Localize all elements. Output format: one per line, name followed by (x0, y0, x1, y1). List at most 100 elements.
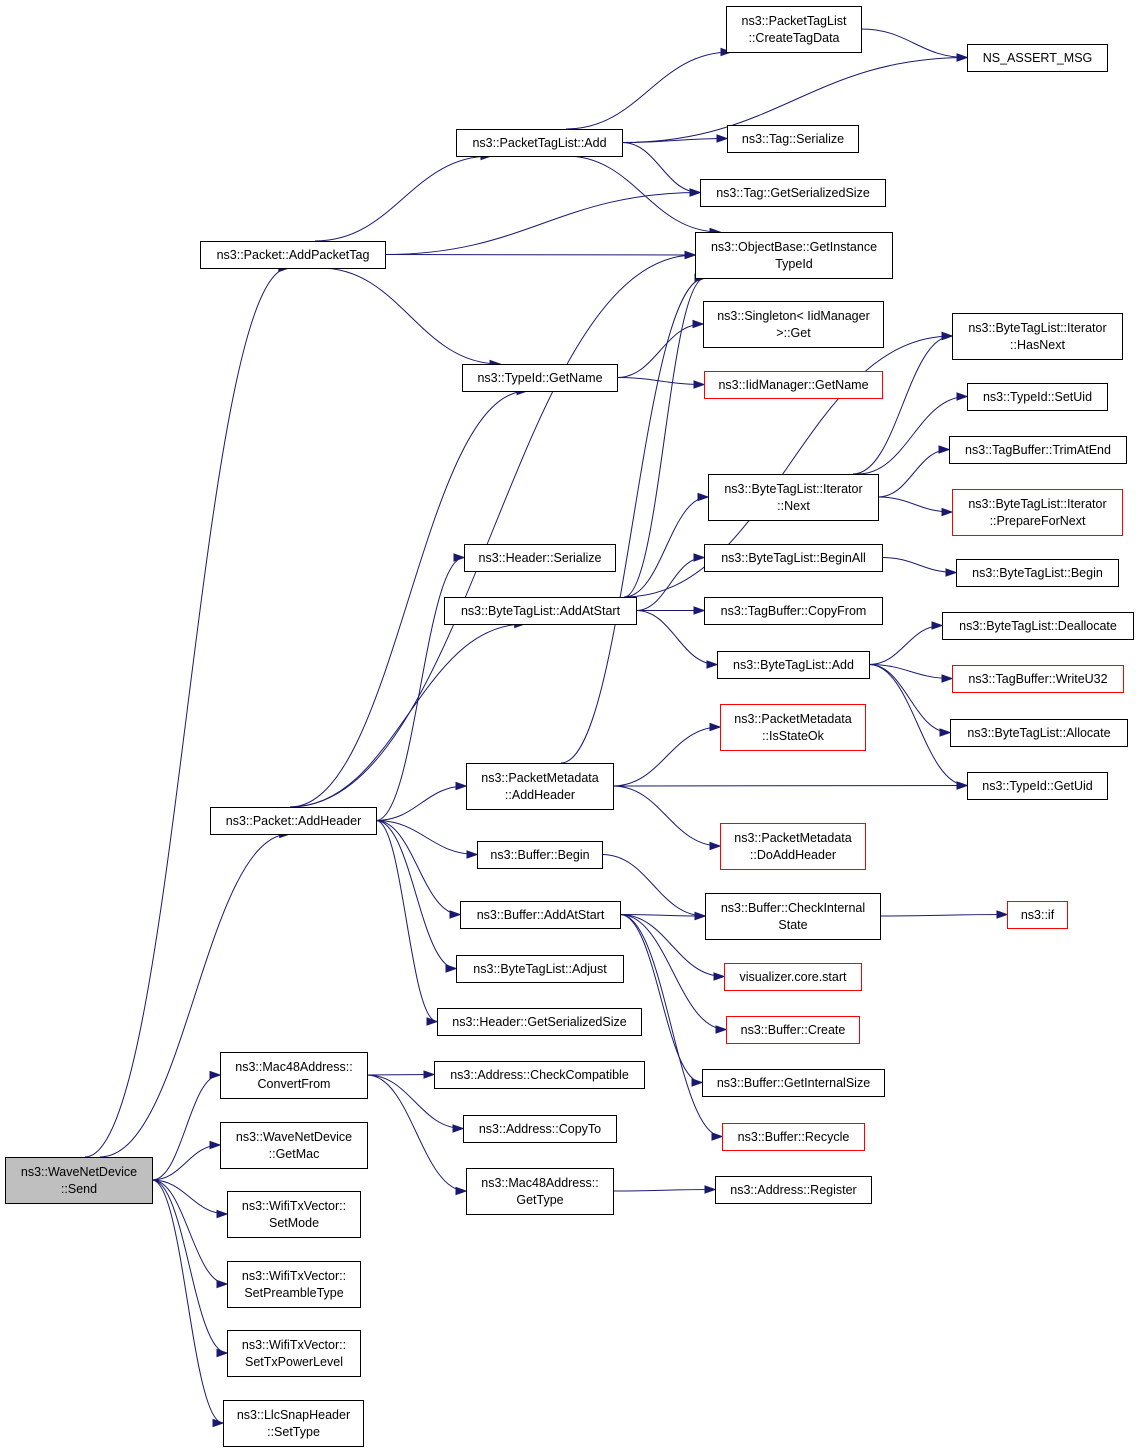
node-box[interactable] (724, 963, 862, 991)
node-mac48gettype[interactable]: ns3::Mac48Address::GetType (466, 1168, 614, 1215)
node-addpackettag[interactable]: ns3::Packet::AddPacketTag (200, 241, 386, 269)
node-btladdatstart[interactable]: ns3::ByteTagList::AddAtStart (444, 597, 637, 625)
node-btldeallocate[interactable]: ns3::ByteTagList::Deallocate (942, 612, 1134, 640)
node-box[interactable] (223, 1400, 364, 1447)
node-box[interactable] (456, 955, 624, 983)
node-convertfrom[interactable]: ns3::Mac48Address::ConvertFrom (220, 1052, 368, 1099)
node-tagserialize[interactable]: ns3::Tag::Serialize (727, 125, 859, 153)
node-ns3if[interactable]: ns3::if (1007, 901, 1068, 929)
node-llcsettype[interactable]: ns3::LlcSnapHeader::SetType (223, 1400, 364, 1447)
node-tbcopyfrom[interactable]: ns3::TagBuffer::CopyFrom (704, 597, 883, 625)
node-box[interactable] (967, 383, 1108, 411)
node-settxpower[interactable]: ns3::WifiTxVector::SetTxPowerLevel (227, 1330, 361, 1377)
node-box[interactable] (695, 232, 893, 279)
node-box[interactable] (463, 1115, 617, 1143)
node-box[interactable] (477, 841, 603, 869)
node-box[interactable] (967, 44, 1108, 72)
node-box[interactable] (708, 474, 879, 521)
node-btliterprepare[interactable]: ns3::ByteTagList::Iterator::PrepareForNe… (952, 489, 1123, 536)
node-box[interactable] (437, 1008, 642, 1036)
node-box[interactable] (704, 544, 883, 572)
node-addrregister[interactable]: ns3::Address::Register (715, 1176, 872, 1204)
node-addrcheckcompat[interactable]: ns3::Address::CheckCompatible (434, 1061, 645, 1089)
node-btlallocate[interactable]: ns3::ByteTagList::Allocate (950, 719, 1128, 747)
node-box[interactable] (702, 1069, 885, 1097)
node-iidgetname[interactable]: ns3::IidManager::GetName (704, 371, 883, 399)
node-ptlcreatetagdata[interactable]: ns3::PacketTagList::CreateTagData (726, 6, 862, 53)
node-box[interactable] (466, 763, 614, 810)
node-bufferaddatstart[interactable]: ns3::Buffer::AddAtStart (460, 901, 621, 929)
node-btliternext[interactable]: ns3::ByteTagList::Iterator::Next (708, 474, 879, 521)
node-box[interactable] (227, 1191, 361, 1238)
node-box[interactable] (952, 489, 1123, 536)
node-headerserialize[interactable]: ns3::Header::Serialize (464, 544, 616, 572)
node-box[interactable] (460, 901, 621, 929)
node-box[interactable] (950, 719, 1128, 747)
node-btladd[interactable]: ns3::ByteTagList::Add (717, 651, 870, 679)
node-pmdoaddheader[interactable]: ns3::PacketMetadata::DoAddHeader (720, 823, 866, 870)
node-box[interactable] (715, 1176, 872, 1204)
node-box[interactable] (1007, 901, 1068, 929)
node-pmisstateok[interactable]: ns3::PacketMetadata::IsStateOk (720, 704, 866, 751)
node-buffercreate[interactable]: ns3::Buffer::Create (726, 1016, 860, 1044)
node-buffergetinternal[interactable]: ns3::Buffer::GetInternalSize (702, 1069, 885, 1097)
node-btliterhasnext[interactable]: ns3::ByteTagList::Iterator::HasNext (952, 313, 1123, 360)
node-bufferrecycle[interactable]: ns3::Buffer::Recycle (722, 1123, 865, 1151)
node-taggetsize[interactable]: ns3::Tag::GetSerializedSize (700, 179, 886, 207)
node-box[interactable] (727, 125, 859, 153)
node-ptladd[interactable]: ns3::PacketTagList::Add (456, 129, 623, 157)
node-box[interactable] (704, 371, 883, 399)
node-setmode[interactable]: ns3::WifiTxVector::SetMode (227, 1191, 361, 1238)
node-tbwriteu32[interactable]: ns3::TagBuffer::WriteU32 (952, 665, 1124, 693)
node-box[interactable] (456, 129, 623, 157)
node-bufferbegin[interactable]: ns3::Buffer::Begin (477, 841, 603, 869)
node-box[interactable] (464, 544, 616, 572)
node-setpreamble[interactable]: ns3::WifiTxVector::SetPreambleType (227, 1261, 361, 1308)
node-box[interactable] (704, 597, 883, 625)
node-typeidgetname[interactable]: ns3::TypeId::GetName (462, 364, 618, 392)
node-btlbegin[interactable]: ns3::ByteTagList::Begin (956, 559, 1119, 587)
node-box[interactable] (952, 313, 1123, 360)
node-box[interactable] (705, 893, 881, 940)
node-box[interactable] (466, 1168, 614, 1215)
node-box[interactable] (942, 612, 1134, 640)
node-box[interactable] (227, 1330, 361, 1377)
node-box[interactable] (220, 1122, 368, 1169)
node-box[interactable] (720, 823, 866, 870)
node-btladjust[interactable]: ns3::ByteTagList::Adjust (456, 955, 624, 983)
node-typeidgetuid[interactable]: ns3::TypeId::GetUid (967, 772, 1108, 800)
node-box[interactable] (717, 651, 870, 679)
node-box[interactable] (703, 301, 884, 348)
node-tbtrimatend[interactable]: ns3::TagBuffer::TrimAtEnd (949, 436, 1127, 464)
node-box[interactable] (220, 1052, 368, 1099)
node-box[interactable] (5, 1157, 153, 1204)
node-nsassertmsg[interactable]: NS_ASSERT_MSG (967, 44, 1108, 72)
node-box[interactable] (726, 1016, 860, 1044)
node-getmac[interactable]: ns3::WaveNetDevice::GetMac (220, 1122, 368, 1169)
node-box[interactable] (200, 241, 386, 269)
node-addrcopyto[interactable]: ns3::Address::CopyTo (463, 1115, 617, 1143)
node-box[interactable] (952, 665, 1124, 693)
node-box[interactable] (462, 364, 618, 392)
node-box[interactable] (722, 1123, 865, 1151)
node-box[interactable] (967, 772, 1108, 800)
node-box[interactable] (227, 1261, 361, 1308)
node-pmaddheader[interactable]: ns3::PacketMetadata::AddHeader (466, 763, 614, 810)
node-box[interactable] (434, 1061, 645, 1089)
node-btlbeginall[interactable]: ns3::ByteTagList::BeginAll (704, 544, 883, 572)
node-addheader[interactable]: ns3::Packet::AddHeader (210, 807, 377, 835)
node-singletonget[interactable]: ns3::Singleton< IidManager>::Get (703, 301, 884, 348)
node-headergetsize[interactable]: ns3::Header::GetSerializedSize (437, 1008, 642, 1036)
node-box[interactable] (949, 436, 1127, 464)
node-typeidsetuid[interactable]: ns3::TypeId::SetUid (967, 383, 1108, 411)
node-send[interactable]: ns3::WaveNetDevice::Send (5, 1157, 153, 1204)
node-box[interactable] (720, 704, 866, 751)
node-box[interactable] (210, 807, 377, 835)
node-box[interactable] (700, 179, 886, 207)
node-box[interactable] (444, 597, 637, 625)
node-box[interactable] (956, 559, 1119, 587)
node-vizstart[interactable]: visualizer.core.start (724, 963, 862, 991)
node-box[interactable] (726, 6, 862, 53)
